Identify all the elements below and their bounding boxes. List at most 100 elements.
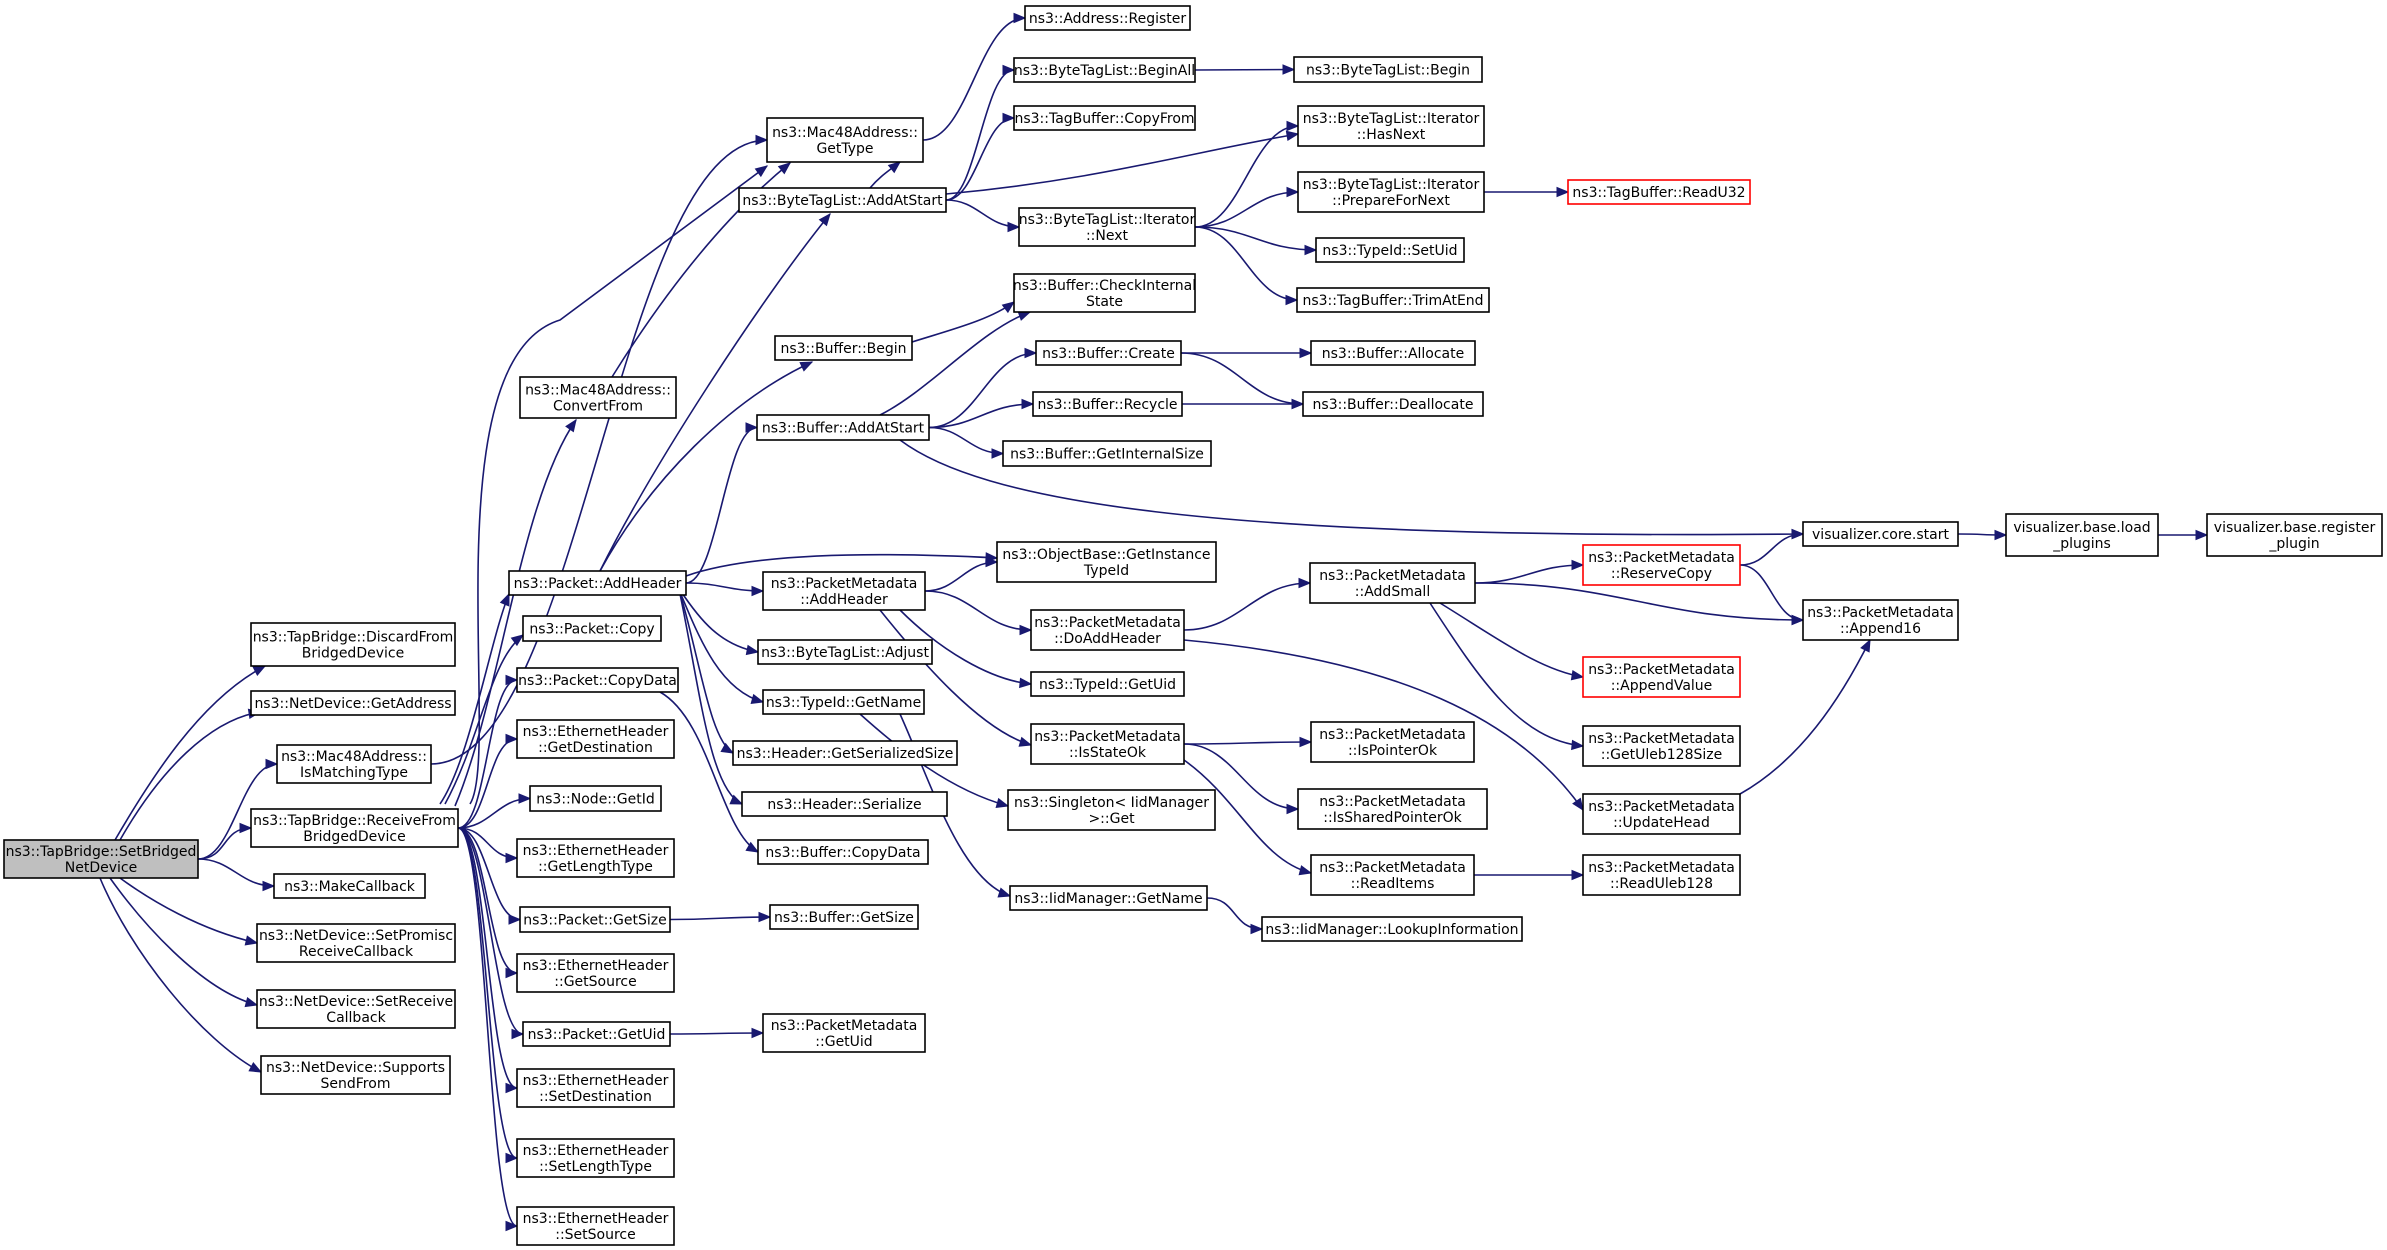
node-box [516,838,675,878]
graph-node-pktcopy[interactable]: ns3::Packet::Copy [522,615,662,642]
graph-node-bufrecycle[interactable]: ns3::Buffer::Recycle [1032,391,1183,417]
graph-node-nodegetid[interactable]: ns3::Node::GetId [529,785,662,812]
graph-node-typeidgetuid[interactable]: ns3::TypeId::GetUid [1030,671,1185,697]
graph-node-tbcopyfrom[interactable]: ns3::TagBuffer::CopyFrom [1013,105,1196,131]
graph-node-pmreaduleb[interactable]: ns3::PacketMetadata::ReadUleb128 [1582,854,1741,896]
graph-node-pmgetuid[interactable]: ns3::PacketMetadata::GetUid [762,1013,926,1053]
edge-line [1474,564,1584,584]
graph-node-bufallocate[interactable]: ns3::Buffer::Allocate [1310,340,1476,366]
node-label: ::ReadItems [1351,876,1435,892]
graph-node-bufcreate[interactable]: ns3::Buffer::Create [1035,340,1182,366]
graph-node-pmupdatehead[interactable]: ns3::PacketMetadata::UpdateHead [1582,793,1741,835]
graph-node-btladdatstart[interactable]: ns3::ByteTagList::AddAtStart [738,187,947,213]
graph-node-addrregister[interactable]: ns3::Address::Register [1024,5,1191,31]
graph-node-pmappend16[interactable]: ns3::PacketMetadata::Append16 [1802,599,1959,641]
edge-line [454,419,577,807]
graph-node-mac48gettype[interactable]: ns3::Mac48Address::GetType [766,117,924,163]
graph-node-pmaddsmall[interactable]: ns3::PacketMetadata::AddSmall [1309,562,1476,604]
edge-line [1739,639,1871,795]
graph-node-pmappendvalue[interactable]: ns3::PacketMetadata::AppendValue [1582,656,1741,698]
edge-line [1183,582,1311,631]
graph-node-hdrgetsersize[interactable]: ns3::Header::GetSerializedSize [732,740,958,766]
graph-node-pmisptrok[interactable]: ns3::PacketMetadata::IsPointerOk [1310,721,1475,763]
graph-node-vizload[interactable]: visualizer.base.load_plugins [2005,513,2159,557]
graph-node-ethgetdest[interactable]: ns3::EthernetHeader::GetDestination [516,719,675,759]
graph-node-hdrserialize[interactable]: ns3::Header::Serialize [741,791,948,817]
graph-node-pmdoadd[interactable]: ns3::PacketMetadata::DoAddHeader [1030,609,1185,651]
graph-node-vizstart[interactable]: visualizer.core.start [1802,521,1959,547]
graph-node-ethgetsrc[interactable]: ns3::EthernetHeader::GetSource [516,953,675,993]
edge-line [457,827,518,1227]
graph-node-bufaddatstart[interactable]: ns3::Buffer::AddAtStart [756,414,930,441]
edge-arrowhead [729,794,744,805]
graph-node-ethgetlen[interactable]: ns3::EthernetHeader::GetLengthType [516,838,675,878]
node-label: ns3::EthernetHeader [523,1211,669,1227]
edge-line [1183,639,1584,811]
node-box [516,1068,675,1108]
graph-node-bufcopydata[interactable]: ns3::Buffer::CopyData [757,839,929,865]
call-edge-receivefrom-to-pktgetuid [457,827,525,1040]
graph-node-pmreaditems[interactable]: ns3::PacketMetadata::ReadItems [1310,854,1475,896]
graph-node-btlbeginall[interactable]: ns3::ByteTagList::BeginAll [1013,57,1196,83]
edge-arrowhead [1994,529,2008,541]
graph-node-pmaddheader[interactable]: ns3::PacketMetadata::AddHeader [762,571,926,611]
graph-node-tbtrim[interactable]: ns3::TagBuffer::TrimAtEnd [1296,287,1490,313]
graph-node-bufgetsize[interactable]: ns3::Buffer::GetSize [769,904,919,930]
graph-node-singleton[interactable]: ns3::Singleton< IidManager>::Get [1007,789,1216,831]
graph-node-makecallback[interactable]: ns3::MakeCallback [273,873,426,899]
graph-node-ismatching[interactable]: ns3::Mac48Address::IsMatchingType [276,744,432,784]
call-edge-pmdoadd-to-pmaddsmall [1183,577,1312,631]
graph-node-btlbegin[interactable]: ns3::ByteTagList::Begin [1293,56,1483,83]
graph-node-mac48convert[interactable]: ns3::Mac48Address::ConvertFrom [519,376,677,419]
graph-node-ethsetlen[interactable]: ns3::EthernetHeader::SetLengthType [516,1138,675,1178]
node-label: ::ReserveCopy [1611,566,1712,582]
graph-node-pktgetsize[interactable]: ns3::Packet::GetSize [519,906,671,933]
graph-node-vizregister[interactable]: visualizer.base.register_plugin [2206,513,2383,557]
node-label: ns3::TapBridge::ReceiveFrom [253,813,456,829]
node-label: ns3::TypeId::SetUid [1322,243,1457,259]
graph-node-btlitprep[interactable]: ns3::ByteTagList::Iterator::PrepareForNe… [1297,171,1485,213]
graph-node-pmisstateok[interactable]: ns3::PacketMetadata::IsStateOk [1030,723,1185,765]
graph-node-btlitnext[interactable]: ns3::ByteTagList::Iterator::Next [1018,207,1196,247]
graph-node-typeidsetuid[interactable]: ns3::TypeId::SetUid [1315,237,1465,263]
graph-node-ethsetsrc[interactable]: ns3::EthernetHeader::SetSource [516,1206,675,1246]
graph-node-pktgetuid[interactable]: ns3::Packet::GetUid [522,1021,671,1047]
graph-node-bufgetintsize[interactable]: ns3::Buffer::GetInternalSize [1002,440,1212,467]
edge-line [669,916,771,921]
graph-node-bufdealloc[interactable]: ns3::Buffer::Deallocate [1302,391,1484,417]
graph-node-ethsetdest[interactable]: ns3::EthernetHeader::SetDestination [516,1068,675,1108]
graph-node-bufbegin[interactable]: ns3::Buffer::Begin [774,335,913,361]
edge-arrowhead [751,585,765,597]
call-edge-receivefrom-to-ethsetdest [457,827,519,1094]
call-edge-pmdoadd-to-pmupdatehead [1183,639,1584,812]
call-edge-pktgetuid-to-pmgetuid [669,1027,765,1039]
graph-node-pmissharedok[interactable]: ns3::PacketMetadata::IsSharedPointerOk [1297,788,1488,830]
graph-node-pmgetuleb[interactable]: ns3::PacketMetadata::GetUleb128Size [1582,725,1741,767]
graph-node-getaddress[interactable]: ns3::NetDevice::GetAddress [250,690,456,716]
graph-node-iidlookup[interactable]: ns3::IidManager::LookupInformation [1261,916,1523,942]
graph-node-addheader[interactable]: ns3::Packet::AddHeader [508,570,687,596]
graph-node-tbreadu32[interactable]: ns3::TagBuffer::ReadU32 [1567,179,1751,205]
call-edge-receivefrom-to-mac48gettype [469,165,769,805]
graph-node-typeidgetname[interactable]: ns3::TypeId::GetName [762,689,925,715]
graph-node-iidgetname[interactable]: ns3::IidManager::GetName [1009,885,1208,911]
call-edge-addheader-to-hdrgetsersize [679,592,735,754]
graph-node-btladjust[interactable]: ns3::ByteTagList::Adjust [757,639,933,665]
graph-node-pktcopydata[interactable]: ns3::Packet::CopyData [516,667,679,693]
node-box [1007,789,1216,831]
edge-arrowhead [1021,398,1035,410]
call-edge-bufcreate-to-bufdealloc [1180,352,1305,410]
graph-node-btlithasnext[interactable]: ns3::ByteTagList::Iterator::HasNext [1297,105,1485,147]
graph-node-pmreservecopy[interactable]: ns3::PacketMetadata::ReserveCopy [1582,544,1741,586]
call-edge-pmaddheader-to-pmisstateok [879,609,1033,747]
node-box [519,906,671,933]
graph-node-setpromisc[interactable]: ns3::NetDevice::SetPromiscReceiveCallbac… [256,923,456,963]
node-box [1013,57,1196,83]
